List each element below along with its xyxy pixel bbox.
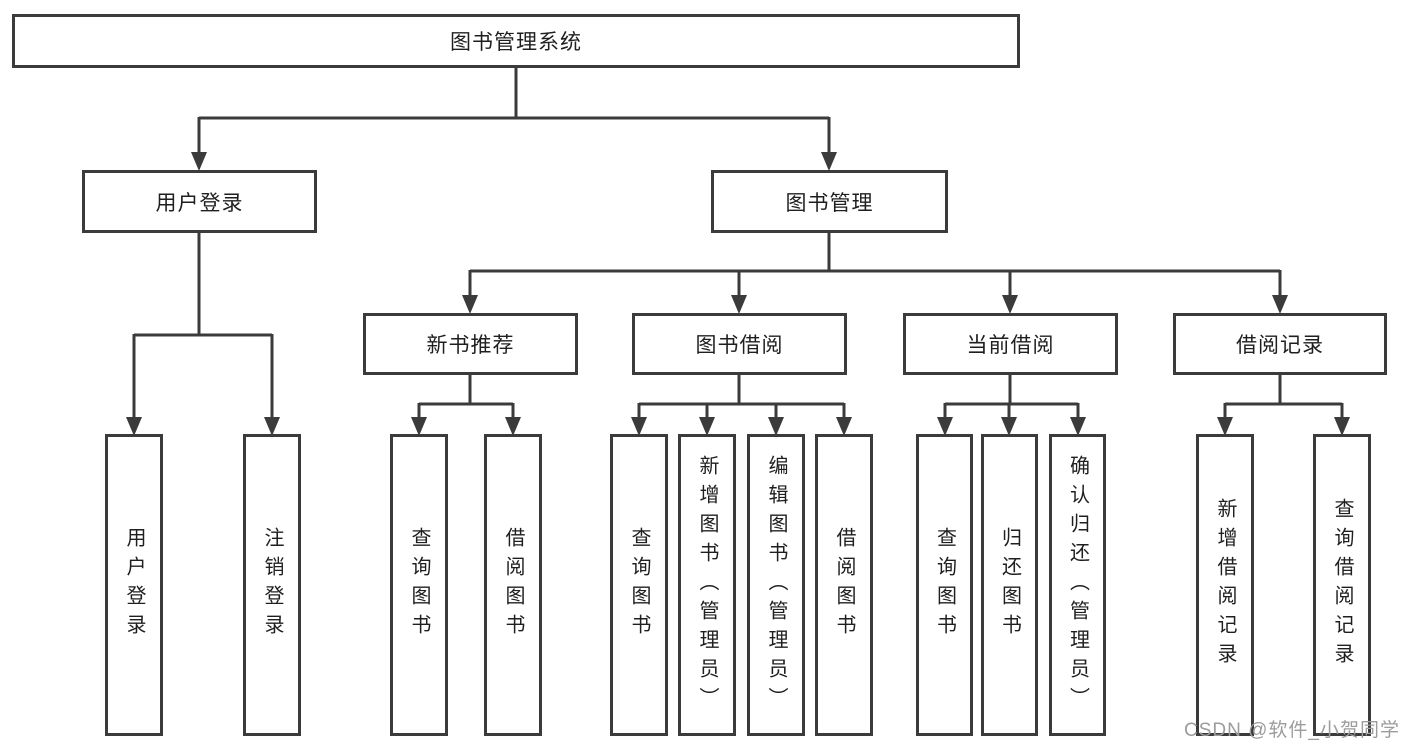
node-book-management: 图书管理 [711, 170, 948, 233]
leaf-recommend-borrow-books: 借阅图书 [484, 434, 542, 736]
node-label: 当前借阅 [966, 334, 1055, 357]
leaf-current-return-books: 归还图书 [981, 434, 1038, 736]
node-label: 注销登录 [261, 527, 283, 643]
node-label: 用户登录 [123, 527, 145, 643]
node-label: 查询图书 [628, 527, 650, 643]
node-label: 新增借阅记录 [1214, 498, 1236, 672]
node-label: 确认归还（管理员） [1066, 454, 1089, 716]
node-book-borrowing: 图书借阅 [632, 313, 847, 375]
leaf-borrowing-add-books-admin: 新增图书（管理员） [678, 434, 736, 736]
node-label: 查询图书 [933, 527, 956, 643]
node-label: 借阅图书 [502, 527, 524, 643]
node-label: 归还图书 [998, 527, 1021, 643]
node-label: 新增图书（管理员） [696, 454, 718, 716]
leaf-current-confirm-return-admin: 确认归还（管理员） [1049, 434, 1106, 736]
leaf-recommend-query-books: 查询图书 [390, 434, 448, 736]
leaf-records-add-record: 新增借阅记录 [1196, 434, 1254, 736]
node-label: 借阅记录 [1236, 334, 1324, 357]
node-current-borrowing: 当前借阅 [903, 313, 1118, 375]
node-label: 查询借阅记录 [1331, 498, 1353, 672]
node-label: 图书借阅 [695, 334, 784, 357]
leaf-borrowing-edit-books-admin: 编辑图书（管理员） [747, 434, 805, 736]
leaf-current-query-books: 查询图书 [916, 434, 973, 736]
leaf-records-query-record: 查询借阅记录 [1313, 434, 1371, 736]
node-label: 查询图书 [408, 527, 430, 643]
node-label: 新书推荐 [426, 334, 515, 357]
leaf-logout: 注销登录 [243, 434, 301, 736]
leaf-borrowing-borrow-books: 借阅图书 [815, 434, 873, 736]
leaf-user-login: 用户登录 [105, 434, 163, 736]
node-label: 图书管理 [785, 191, 874, 215]
node-label: 图书管理系统 [450, 31, 582, 54]
csdn-watermark: CSDN @软件_小贺同学 [1184, 720, 1400, 741]
node-new-book-recommend: 新书推荐 [363, 313, 578, 375]
node-borrowing-records: 借阅记录 [1173, 313, 1387, 375]
node-library-system: 图书管理系统 [12, 14, 1020, 68]
node-label: 借阅图书 [833, 527, 855, 643]
node-user-login: 用户登录 [82, 170, 317, 233]
node-label: 用户登录 [155, 191, 244, 215]
node-label: 编辑图书（管理员） [765, 454, 787, 716]
leaf-borrowing-query-books: 查询图书 [610, 434, 668, 736]
